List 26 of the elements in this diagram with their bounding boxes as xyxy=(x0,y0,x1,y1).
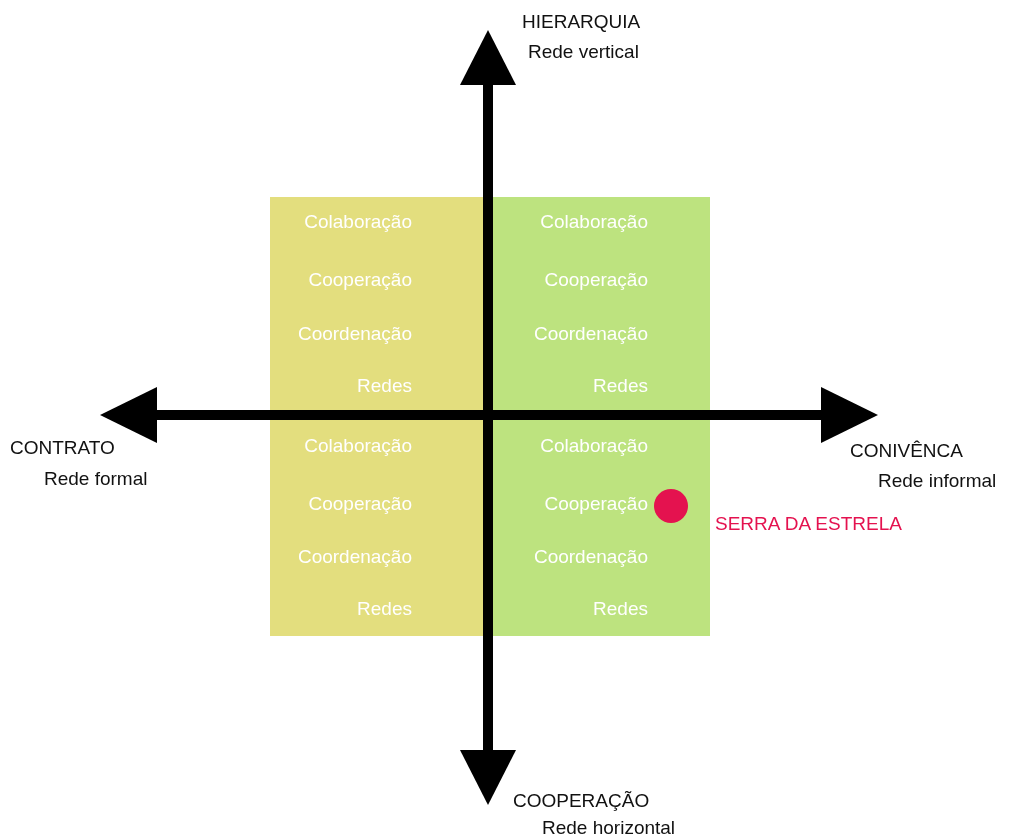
quadrant-label: Colaboração xyxy=(540,211,648,233)
quadrant-label: Colaboração xyxy=(540,435,648,457)
quadrant-label: Colaboração xyxy=(304,435,412,457)
quadrant-panel xyxy=(490,197,710,636)
quadrant-label: Coordenação xyxy=(297,323,412,345)
quadrant-label: Redes xyxy=(593,598,648,620)
quadrant-label: Coordenação xyxy=(297,546,412,568)
axis-label: CONTRATO xyxy=(10,437,115,459)
quadrant-label: Cooperação xyxy=(544,493,648,515)
quadrant-label: Redes xyxy=(357,375,412,397)
quadrant-label: Colaboração xyxy=(304,211,412,233)
axis-label: CONIVÊNCA xyxy=(850,440,963,462)
axis-label: HIERARQUIA xyxy=(522,11,641,33)
axis-label: Rede horizontal xyxy=(542,817,676,837)
axis-label: Rede vertical xyxy=(528,41,639,63)
quadrant-label: Coordenação xyxy=(533,323,648,345)
quadrant-label: Redes xyxy=(357,598,412,620)
marker-dot xyxy=(654,489,688,523)
axis-label: Rede informal xyxy=(878,470,997,492)
axis-label: COOPERAÇÃO xyxy=(513,790,650,812)
quadrant-label: Cooperação xyxy=(308,493,412,515)
quadrant-label: Coordenação xyxy=(533,546,648,568)
quadrant-label: Cooperação xyxy=(308,269,412,291)
quadrant-label: Redes xyxy=(593,375,648,397)
quadrant-label: Cooperação xyxy=(544,269,648,291)
axis-label: Rede formal xyxy=(44,468,148,490)
